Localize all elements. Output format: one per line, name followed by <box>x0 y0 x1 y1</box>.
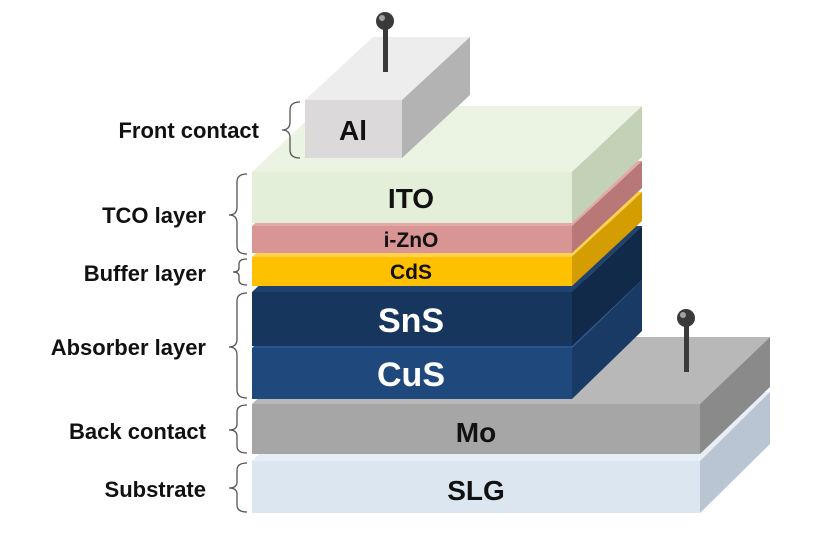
back-contact-pin-head <box>677 309 695 327</box>
back-contact-pin-rod <box>684 318 689 372</box>
layer-cds-label: CdS <box>390 261 432 284</box>
layer-sns-side <box>572 226 642 346</box>
layer-al-side <box>402 37 470 158</box>
layer-ito-side <box>572 106 642 223</box>
layer-cus-front <box>252 348 572 399</box>
layer-cds-side <box>572 192 642 286</box>
front-contact-pin-highlight <box>379 15 385 21</box>
layer-slg-front <box>252 461 700 513</box>
side-labels: Front contact TCO layer Buffer layer Abs… <box>51 118 260 502</box>
layer-cus-side <box>572 280 642 399</box>
layer-izno-front <box>252 226 572 253</box>
back-contact-pin <box>677 309 695 372</box>
label-substrate: Substrate <box>105 477 206 502</box>
layer-ito-label: ITO <box>388 183 434 214</box>
layer-al-front <box>305 100 402 158</box>
layer-izno-label: i-ZnO <box>384 229 439 252</box>
bracket-substrate <box>228 462 248 513</box>
layer-slg-side <box>700 392 770 513</box>
layer-mo-front <box>252 404 700 454</box>
brackets <box>228 101 301 513</box>
label-absorber-layer: Absorber layer <box>51 335 207 360</box>
layer-cds-front <box>252 257 572 286</box>
layer-sns-label: SnS <box>378 302 444 340</box>
bracket-tco-layer <box>228 173 248 255</box>
bracket-absorber-layer <box>228 292 248 399</box>
layer-sns-front <box>252 292 572 346</box>
label-buffer-layer: Buffer layer <box>84 261 207 286</box>
front-contact-pin <box>376 12 394 72</box>
layer-slg-label: SLG <box>447 475 505 506</box>
layer-izno-side <box>572 161 642 253</box>
bracket-back-contact <box>228 404 248 454</box>
label-back-contact: Back contact <box>69 419 207 444</box>
back-contact-pin-highlight <box>680 312 686 318</box>
label-tco-layer: TCO layer <box>102 203 206 228</box>
layer-al-label: Al <box>339 115 367 146</box>
layer-mo-label: Mo <box>456 417 496 448</box>
layer-mo-side <box>700 337 770 454</box>
front-contact-pin-rod <box>383 20 388 72</box>
front-contact-pin-head <box>376 12 394 30</box>
bracket-buffer-layer <box>232 258 248 286</box>
layer-cus-label: CuS <box>377 356 445 394</box>
bracket-front-contact <box>281 101 301 159</box>
layer-ito-front <box>252 172 572 223</box>
label-front-contact: Front contact <box>118 118 259 143</box>
